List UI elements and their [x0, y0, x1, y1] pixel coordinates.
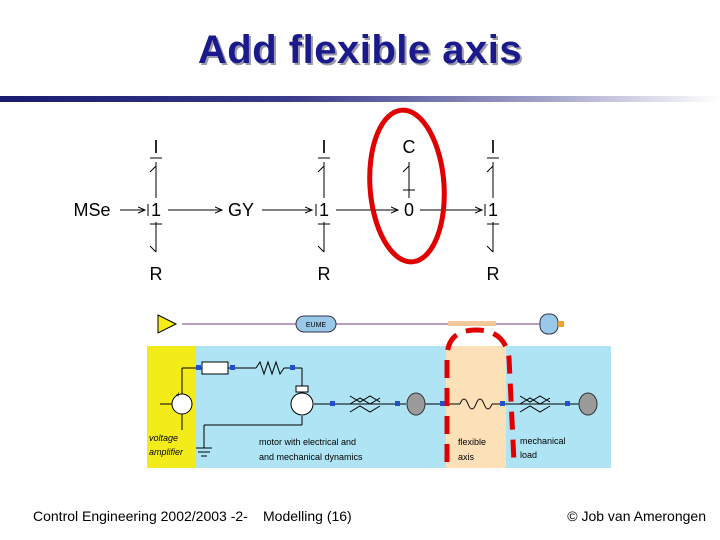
- amplifier-label-line-1: voltage: [149, 433, 178, 443]
- flexible-axis-label-line-1: flexible: [458, 437, 486, 447]
- motor-label-line-1: motor with electrical and: [259, 437, 356, 447]
- inertia-label-1: I: [153, 137, 158, 157]
- inertia-label-3: I: [490, 137, 495, 157]
- junction-1-b: 1: [319, 200, 329, 220]
- flexible-axis-panel: [446, 346, 506, 468]
- voltage-source-icon: [171, 393, 193, 415]
- compliance-label: C: [403, 137, 416, 157]
- resistor-zigzag-icon: [255, 360, 285, 376]
- load-inertia-top-icon: [539, 313, 559, 335]
- slide-title: Add flexible axis: [197, 28, 523, 72]
- inertia-label-2: I: [321, 137, 326, 157]
- junction-1-c: 1: [488, 200, 498, 220]
- damper-2-icon: [519, 395, 551, 413]
- eume-block: [295, 315, 337, 333]
- gy-label: GY: [228, 200, 254, 220]
- resistance-label-1: R: [150, 264, 163, 284]
- load-label-line-2: load: [520, 450, 537, 460]
- top-flex-marker: [448, 321, 496, 326]
- footer-course: Control Engineering 2002/2003 -2-: [33, 508, 248, 524]
- eume-label: EUME: [306, 322, 327, 329]
- motor-icon: [290, 392, 314, 416]
- resistor-block-icon: [201, 361, 229, 375]
- motor-label-line-2: and mechanical dynamics: [259, 452, 363, 462]
- motor-inertia-icon: [406, 392, 426, 416]
- compliance-highlight-ellipse: [367, 107, 447, 265]
- flexible-axis-label-line-2: axis: [458, 452, 475, 462]
- flexible-axis-highlight: [444, 327, 517, 463]
- mechanics-panel: [196, 346, 611, 468]
- bond-graph: I I C I MSe 1 GY 1 0 1 R R R: [73, 107, 500, 284]
- signal-source-icon: [157, 314, 178, 334]
- mse-label: MSe: [73, 200, 110, 220]
- title-divider: [0, 96, 720, 102]
- damper-1-icon: [349, 395, 381, 413]
- junction-1-a: 1: [151, 200, 161, 220]
- diagram-canvas: I I C I MSe 1 GY 1 0 1 R R R: [73, 107, 611, 468]
- iconic-diagram: EUME +: [147, 313, 611, 468]
- svg-text:+: +: [176, 390, 181, 399]
- footer-author: © Job van Amerongen: [567, 508, 706, 524]
- zero-junction: 0: [404, 200, 414, 220]
- load-port-icon: [558, 321, 564, 327]
- amplifier-label-line-2: amplifier: [149, 447, 184, 457]
- resistance-label-2: R: [318, 264, 331, 284]
- resistance-label-3: R: [487, 264, 500, 284]
- load-label-line-1: mechanical: [520, 436, 566, 446]
- load-inertia-icon: [578, 392, 598, 416]
- spring-flexible-axis-icon: [459, 398, 493, 410]
- footer-page: Modelling (16): [263, 508, 352, 524]
